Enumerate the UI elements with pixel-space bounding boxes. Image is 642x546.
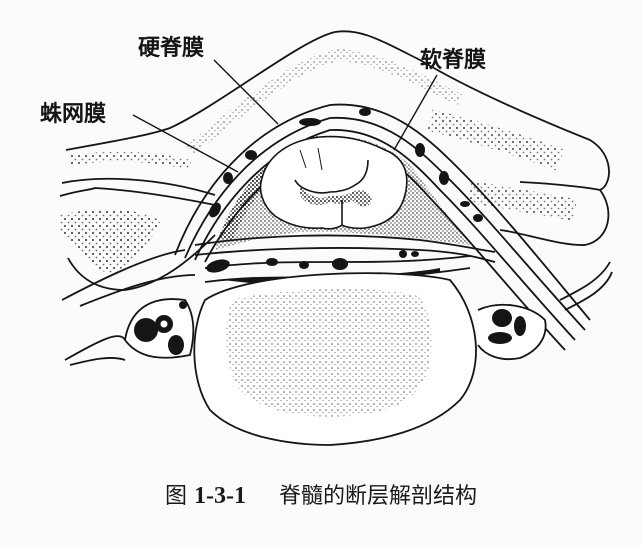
caption-number: 1-3-1 (194, 483, 246, 509)
label-pia-mater: 软脊膜 (420, 48, 487, 73)
pia-leader-line (393, 74, 438, 151)
caption-title: 脊髓的断层解剖结构 (278, 484, 477, 509)
vertebral-body (193, 272, 477, 446)
figure-caption: 图 1-3-1 脊髓的断层解剖结构 (0, 478, 642, 510)
vertebral-arch (65, 30, 610, 246)
right-foramen (477, 261, 613, 360)
grey-matter-horns (300, 185, 372, 207)
label-dura-mater: 硬脊膜 (138, 36, 205, 61)
epidural-veins (209, 108, 483, 222)
left-foramen (61, 249, 196, 366)
dura-leader-line (213, 59, 279, 125)
label-arachnoid: 蛛网膜 (40, 102, 107, 127)
spinal-cord (259, 135, 408, 230)
leader-lines (132, 59, 438, 173)
caption-prefix: 图 (164, 484, 187, 509)
arachnoid-leader-line (132, 114, 239, 173)
